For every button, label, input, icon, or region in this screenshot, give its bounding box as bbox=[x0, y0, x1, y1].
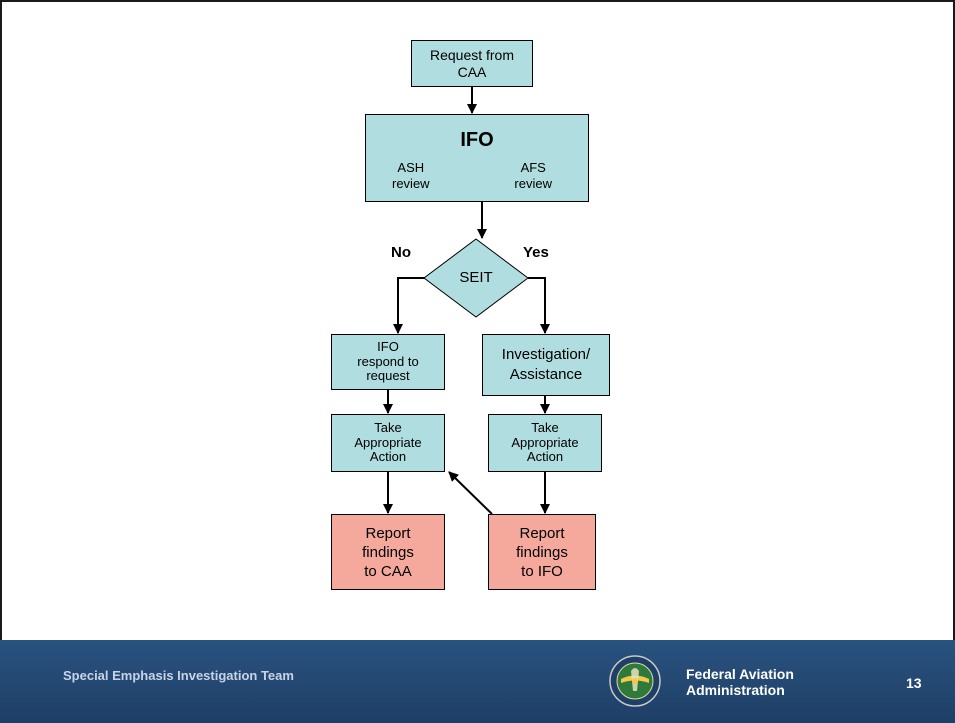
right-action-box: Take Appropriate Action bbox=[488, 414, 602, 472]
slide-border bbox=[0, 0, 955, 642]
respond-line3: request bbox=[366, 368, 410, 384]
right-action-line2: Appropriate bbox=[511, 434, 579, 450]
report-caa-line1: Report bbox=[365, 524, 411, 542]
request-box: Request from CAA bbox=[411, 40, 533, 87]
ash-line2: review bbox=[392, 176, 430, 191]
flow-connectors bbox=[383, 87, 550, 515]
ash-line1: ASH bbox=[397, 160, 425, 175]
agency-line2: Administration bbox=[686, 682, 785, 698]
arrow-report-ifo-to-left-action bbox=[448, 471, 493, 515]
report-ifo-line3: to IFO bbox=[521, 562, 563, 580]
arrow-seit-yes bbox=[528, 277, 550, 334]
team-name: Special Emphasis Investigation Team bbox=[63, 668, 294, 683]
respond-line2: respond to bbox=[357, 353, 419, 369]
respond-line1: IFO bbox=[377, 338, 399, 354]
ifo-title: IFO bbox=[460, 129, 494, 151]
right-action-line3: Action bbox=[526, 449, 564, 465]
report-to-caa-box: Report findings to CAA bbox=[331, 514, 445, 590]
yes-label: Yes bbox=[523, 244, 549, 261]
faa-seal-icon bbox=[609, 655, 661, 707]
left-action-box: Take Appropriate Action bbox=[331, 414, 445, 472]
afs-line1: AFS bbox=[520, 160, 546, 175]
seit-decision-diamond bbox=[423, 238, 529, 318]
request-line1: Request from bbox=[429, 47, 515, 64]
afs-line2: review bbox=[514, 176, 552, 191]
left-action-line1: Take bbox=[374, 419, 402, 435]
footer-bar: Special Emphasis Investigation Team Fede… bbox=[0, 640, 955, 723]
ash-review: ASH review bbox=[392, 160, 430, 192]
investigation-line2: Assistance bbox=[509, 366, 583, 383]
ifo-respond-box: IFO respond to request bbox=[331, 334, 445, 390]
report-caa-line3: to CAA bbox=[364, 562, 412, 580]
report-ifo-line2: findings bbox=[516, 543, 568, 561]
afs-review: AFS review bbox=[514, 160, 552, 192]
left-action-line2: Appropriate bbox=[354, 434, 422, 450]
report-caa-line2: findings bbox=[362, 543, 414, 561]
page-number: 13 bbox=[906, 675, 922, 691]
left-action-line3: Action bbox=[369, 449, 407, 465]
agency-line1: Federal Aviation bbox=[686, 666, 794, 682]
report-ifo-line1: Report bbox=[519, 524, 565, 542]
investigation-line1: Investigation/ bbox=[501, 346, 591, 363]
investigation-box: Investigation/ Assistance bbox=[482, 334, 610, 396]
seit-label: SEIT bbox=[459, 269, 493, 286]
ifo-box: IFO ASH review AFS review bbox=[365, 114, 589, 202]
right-action-line1: Take bbox=[531, 419, 559, 435]
agency-name: Federal Aviation Administration bbox=[686, 666, 794, 698]
report-to-ifo-box: Report findings to IFO bbox=[488, 514, 596, 590]
request-line2: CAA bbox=[457, 63, 487, 80]
no-label: No bbox=[391, 244, 411, 261]
arrow-seit-no bbox=[393, 277, 426, 334]
